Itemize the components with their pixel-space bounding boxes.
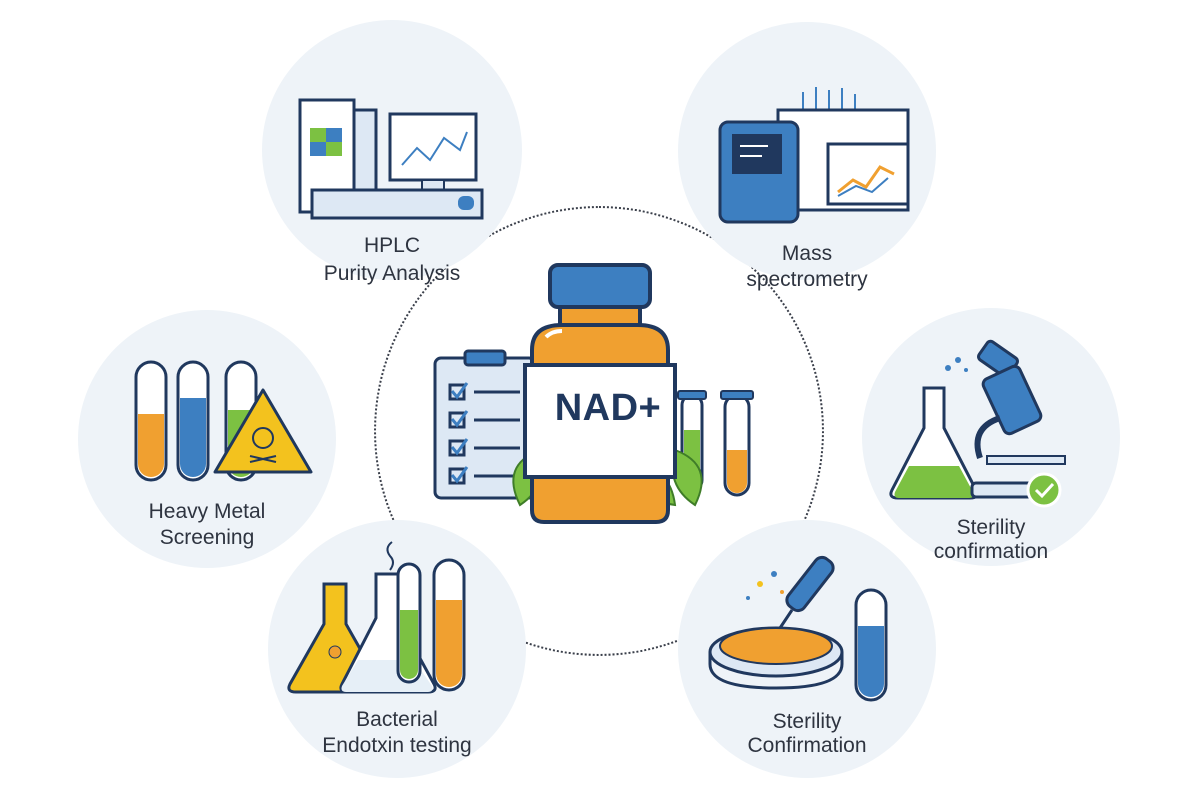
bottle-icon [523, 263, 677, 524]
node-bacterial-endotoxin: Bacterial Endotxin testing [268, 520, 526, 778]
hplc-label-line2: Purity Analysis [323, 262, 461, 285]
mass-spectrometer-icon [718, 87, 910, 224]
node-mass-spectrometry: Mass spectrometry [678, 22, 936, 291]
sterility1-label-line2: confirmation [933, 540, 1049, 563]
hplc-instrument-icon [298, 98, 484, 220]
node-sterility-confirmation-2: Sterility Confirmation [678, 520, 936, 778]
sterility2-label-line1: Sterility [772, 710, 842, 733]
dotted-connector-ring [374, 206, 824, 656]
heavy-metal-icon [134, 360, 313, 482]
heavy-label-line1: Heavy Metal [148, 500, 266, 523]
heavy-label-line2: Screening [159, 526, 255, 549]
endotoxin-label-line2: Endotxin testing [322, 734, 472, 757]
petri-dish-pipette-icon [708, 555, 888, 702]
center-product: NAD+ [420, 255, 780, 535]
hplc-label-line1: HPLC [363, 234, 421, 257]
nad-bottle-illustration [433, 263, 754, 524]
node-sterility-confirmation: Sterility confirmation [862, 308, 1120, 566]
sterility2-label-line2: Confirmation [747, 734, 867, 757]
mass-label-line2: spectrometry [746, 268, 868, 291]
product-label: NAD+ [554, 387, 662, 429]
checklist-clipboard-icon [433, 349, 537, 500]
node-heavy-metal: Heavy Metal Screening [78, 310, 336, 568]
mass-label-line1: Mass [781, 242, 833, 265]
sterility1-label-line1: Sterility [956, 516, 1026, 539]
endotoxin-label-line1: Bacterial [356, 708, 438, 731]
microscope-flask-icon [889, 339, 1066, 508]
flasks-icon [287, 541, 466, 694]
node-hplc: HPLC Purity Analysis [262, 20, 522, 285]
